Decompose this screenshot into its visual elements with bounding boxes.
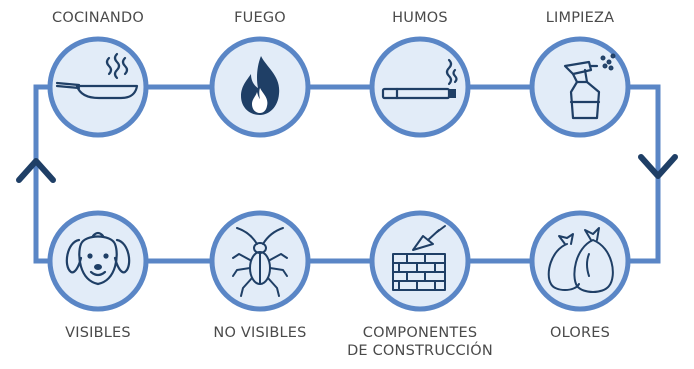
dog-icon [65, 231, 131, 286]
fire-icon [241, 56, 280, 115]
label-visibles: VISIBLES [65, 325, 131, 341]
left-up-arrow-icon [16, 158, 56, 183]
node-humos [369, 36, 471, 138]
node-fuego [209, 36, 311, 138]
cigarette-icon [381, 58, 458, 100]
right-down-arrow-icon [638, 154, 678, 179]
brick-wall-icon [392, 225, 446, 291]
label-limpieza: LIMPIEZA [545, 10, 615, 26]
node-no-visibles [209, 210, 311, 312]
node-componentes [369, 210, 471, 312]
label-componentes: COMPONENTES DE CONSTRUCCIÓN [347, 325, 493, 359]
label-fuego: FUEGO [234, 10, 286, 26]
frying-pan-icon [55, 52, 139, 100]
node-visibles [47, 210, 149, 312]
node-limpieza [529, 36, 631, 138]
label-olores: OLORES [549, 325, 611, 341]
spray-bottle-icon [563, 53, 616, 120]
garbage-bags-icon [547, 227, 614, 293]
node-olores [529, 210, 631, 312]
node-cocinando [47, 36, 149, 138]
cockroach-icon [232, 227, 288, 297]
label-cocinando: COCINANDO [52, 10, 144, 26]
label-no-visibles: NO VISIBLES [213, 325, 307, 341]
label-humos: HUMOS [392, 10, 448, 26]
